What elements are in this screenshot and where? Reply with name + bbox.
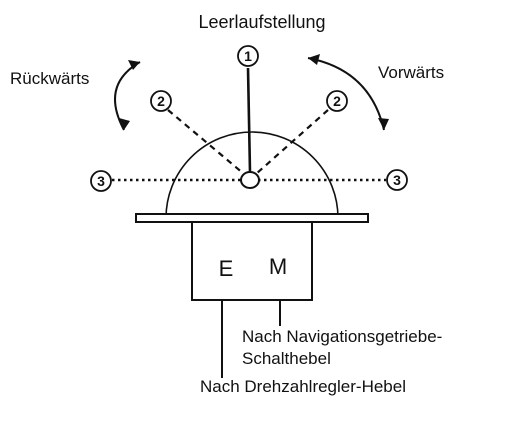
intermediate-left-dashed-line: [167, 109, 245, 175]
reverse-arrowhead-top: [128, 60, 140, 70]
lever-pivot: [240, 171, 260, 189]
marker-neutral-1-text: 1: [244, 48, 252, 64]
marker-intermediate-right-2: 2: [326, 90, 348, 112]
forward-label: Vorwärts: [378, 63, 444, 82]
marker-full-right-3-text: 3: [393, 172, 401, 188]
forward-arrow-curve: [307, 57, 385, 131]
reverse-arrow-curve: [114, 61, 141, 131]
reverse-arrowhead-bottom: [119, 118, 130, 130]
reverse-label: Rückwärts: [10, 69, 89, 88]
neutral-position-label: Leerlaufstellung: [198, 12, 325, 32]
forward-arrowhead-top: [308, 54, 320, 65]
lever-dome: [165, 131, 339, 219]
speed-lever-label: Nach Drehzahlregler-Hebel: [200, 377, 406, 396]
marker-intermediate-right-2-text: 2: [333, 93, 341, 109]
marker-intermediate-left-2-text: 2: [157, 93, 165, 109]
neutral-lever-line: [246, 67, 252, 173]
gear-box-label-m: M: [269, 254, 287, 279]
marker-full-left-3-text: 3: [97, 173, 105, 189]
marker-full-right-3: 3: [386, 169, 408, 191]
gear-box: [191, 221, 313, 301]
intermediate-right-dashed-line: [255, 109, 329, 175]
marker-intermediate-left-2: 2: [150, 90, 172, 112]
nav-lever-label-line2: Schalthebel: [242, 349, 331, 368]
base-plate: [135, 213, 369, 223]
forward-arrowhead-bottom: [378, 118, 389, 130]
nav-lever-label-line1: Nach Navigationsgetriebe-: [242, 327, 442, 346]
marker-full-left-3: 3: [90, 170, 112, 192]
gear-box-label-e: E: [219, 256, 234, 281]
marker-neutral-1: 1: [237, 45, 259, 67]
